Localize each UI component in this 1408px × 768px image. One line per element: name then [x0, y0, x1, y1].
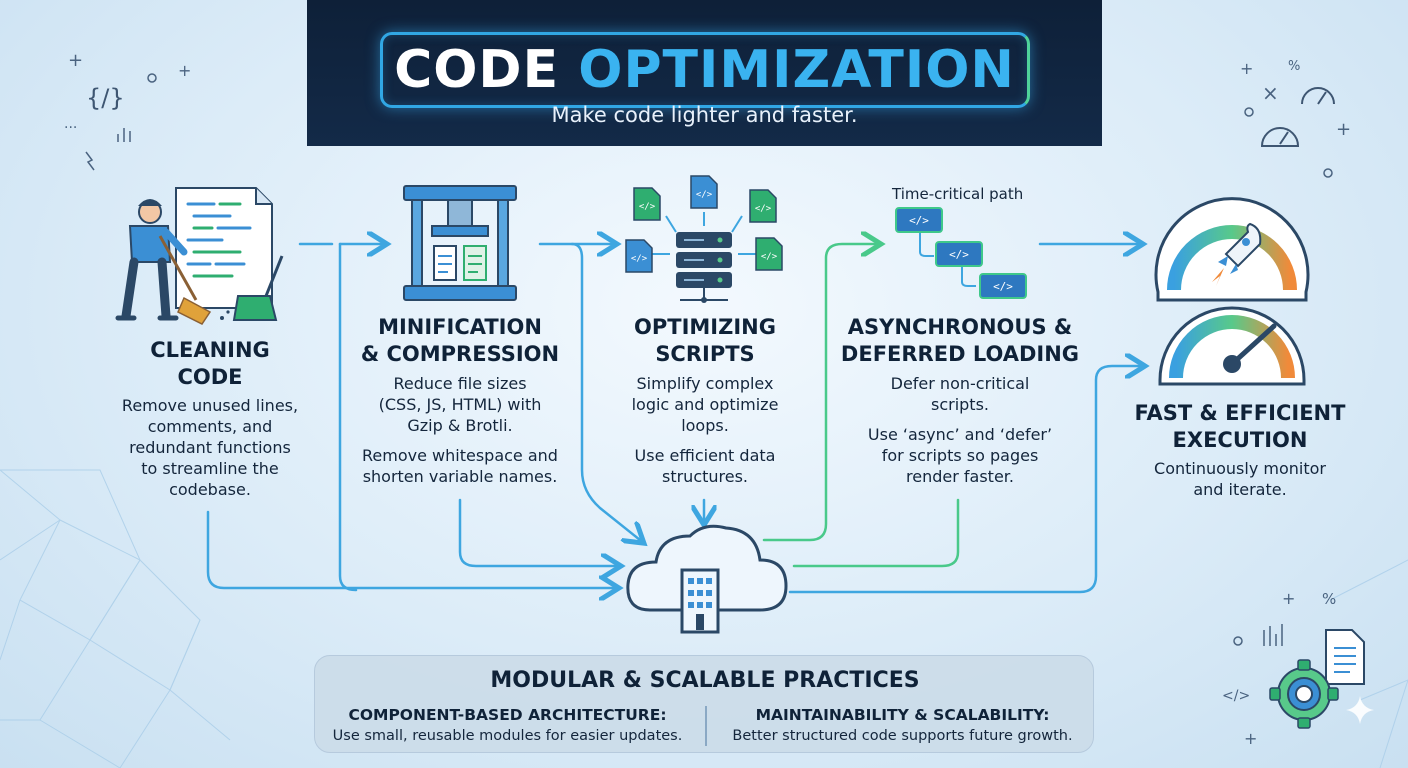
time-critical-path-label: Time-critical path	[892, 185, 1024, 203]
code-glyph: </>	[761, 252, 778, 262]
title-frame	[380, 32, 1030, 108]
modular-practices-panel: MODULAR & SCALABLE PRACTICES COMPONENT-B…	[314, 655, 1094, 753]
network-mesh-decoration	[0, 469, 1408, 768]
step-fast-efficient-execution: FAST & EFFICIENT EXECUTION Continuously …	[1120, 400, 1360, 500]
practice-component-architecture: COMPONENT-BASED ARCHITECTURE: Use small,…	[315, 706, 700, 744]
code-file-icon: </>	[625, 239, 653, 273]
code-glyph: </>	[909, 214, 929, 227]
practice-maintainability: MAINTAINABILITY & SCALABILITY: Better st…	[710, 706, 1095, 744]
practice-text: Better structured code supports future g…	[732, 728, 1073, 744]
document-icon	[1325, 629, 1365, 685]
time-critical-path-icon	[919, 232, 976, 287]
step-title: OPTIMIZING SCRIPTS	[634, 315, 776, 366]
step-description-secondary: Remove whitespace and shorten variable n…	[362, 446, 558, 486]
speedometer-icon	[1154, 197, 1310, 386]
times-mark: ×	[1262, 81, 1279, 105]
plus-mark: +	[68, 50, 83, 71]
step-title: ASYNCHRONOUS & DEFERRED LOADING	[840, 315, 1080, 366]
plus-mark: +	[1282, 589, 1295, 608]
plus-mark: +	[1240, 59, 1253, 78]
practice-heading: MAINTAINABILITY & SCALABILITY:	[755, 706, 1050, 724]
flow-connectors	[206, 244, 1140, 592]
code-glyph: </>	[639, 202, 656, 212]
code-file-icons: </> </> </> </> </>	[625, 175, 783, 273]
code-glyph-decoration: </>	[1222, 688, 1250, 704]
code-glyph: </>	[755, 204, 772, 214]
code-block-box: </>	[979, 273, 1027, 299]
title-part-code: CODE	[394, 40, 560, 100]
plus-mark: +	[1244, 729, 1257, 748]
plus-mark: +	[1336, 119, 1351, 140]
step-cleaning-code: CLEANING CODE Remove unused lines, comme…	[100, 337, 320, 500]
step-async-deferred-loading: ASYNCHRONOUS & DEFERRED LOADING Defer no…	[830, 314, 1090, 487]
percent-mark: %	[1322, 590, 1336, 608]
gear-icon	[1269, 659, 1339, 729]
scattered-symbols	[85, 73, 1333, 646]
code-file-icon: </>	[749, 189, 777, 223]
practices-title: MODULAR & SCALABLE PRACTICES	[490, 668, 920, 693]
step-description-secondary: Use ‘async’ and ‘defer’ for scripts so p…	[867, 425, 1053, 486]
step-description: Continuously monitor and iterate.	[1154, 459, 1326, 499]
server-icon	[652, 212, 756, 303]
step-description: Defer non-critical scripts.	[890, 374, 1030, 414]
step-description: Simplify complex logic and optimize loop…	[631, 374, 779, 435]
sparkle-icon	[1346, 696, 1374, 724]
title-part-optimization: OPTIMIZATION	[578, 40, 1015, 100]
time-critical-boxes: </> </> </>	[895, 207, 1027, 299]
step-title: CLEANING CODE	[150, 338, 270, 389]
practice-text: Use small, reusable modules for easier u…	[332, 728, 683, 744]
code-block-box: </>	[935, 241, 983, 267]
percent-mark: %	[1288, 59, 1300, 74]
plus-mark: +	[178, 61, 191, 80]
code-file-icon: </>	[690, 175, 718, 209]
code-glyph: </>	[949, 248, 969, 261]
step-title: MINIFICATION & COMPRESSION	[360, 315, 560, 366]
step-optimizing-scripts: OPTIMIZING SCRIPTS Simplify complex logi…	[595, 314, 815, 487]
code-file-icon: </>	[755, 237, 783, 271]
page-title: CODE OPTIMIZATION	[307, 42, 1102, 98]
practices-divider	[705, 706, 707, 746]
page-subtitle: Make code lighter and faster.	[551, 103, 858, 127]
person-sweeping-icon	[115, 187, 284, 325]
code-glyph: </>	[696, 190, 713, 200]
practice-heading: COMPONENT-BASED ARCHITECTURE:	[348, 706, 667, 724]
code-glyph: </>	[631, 254, 648, 264]
step-description: Remove unused lines, comments, and redun…	[121, 396, 299, 499]
code-file-icon: </>	[633, 187, 661, 221]
press-machine-icon	[403, 185, 517, 301]
header-banner: CODE OPTIMIZATION Make code lighter and …	[307, 0, 1102, 146]
step-description: Reduce file sizes (CSS, JS, HTML) with G…	[378, 374, 542, 435]
cloud-building-icon	[626, 524, 788, 634]
step-title: FAST & EFFICIENT EXECUTION	[1134, 401, 1346, 452]
small-speedometer-icon	[1260, 87, 1335, 147]
dots-decoration: ···	[64, 120, 77, 136]
rocket-icon	[1212, 222, 1262, 286]
code-glyph: </>	[993, 280, 1013, 293]
code-braces-icon: {/}	[86, 84, 125, 112]
step-minification-compression: MINIFICATION & COMPRESSION Reduce file s…	[345, 314, 575, 487]
code-block-box: </>	[895, 207, 943, 233]
step-description-secondary: Use efficient data structures.	[634, 446, 776, 486]
